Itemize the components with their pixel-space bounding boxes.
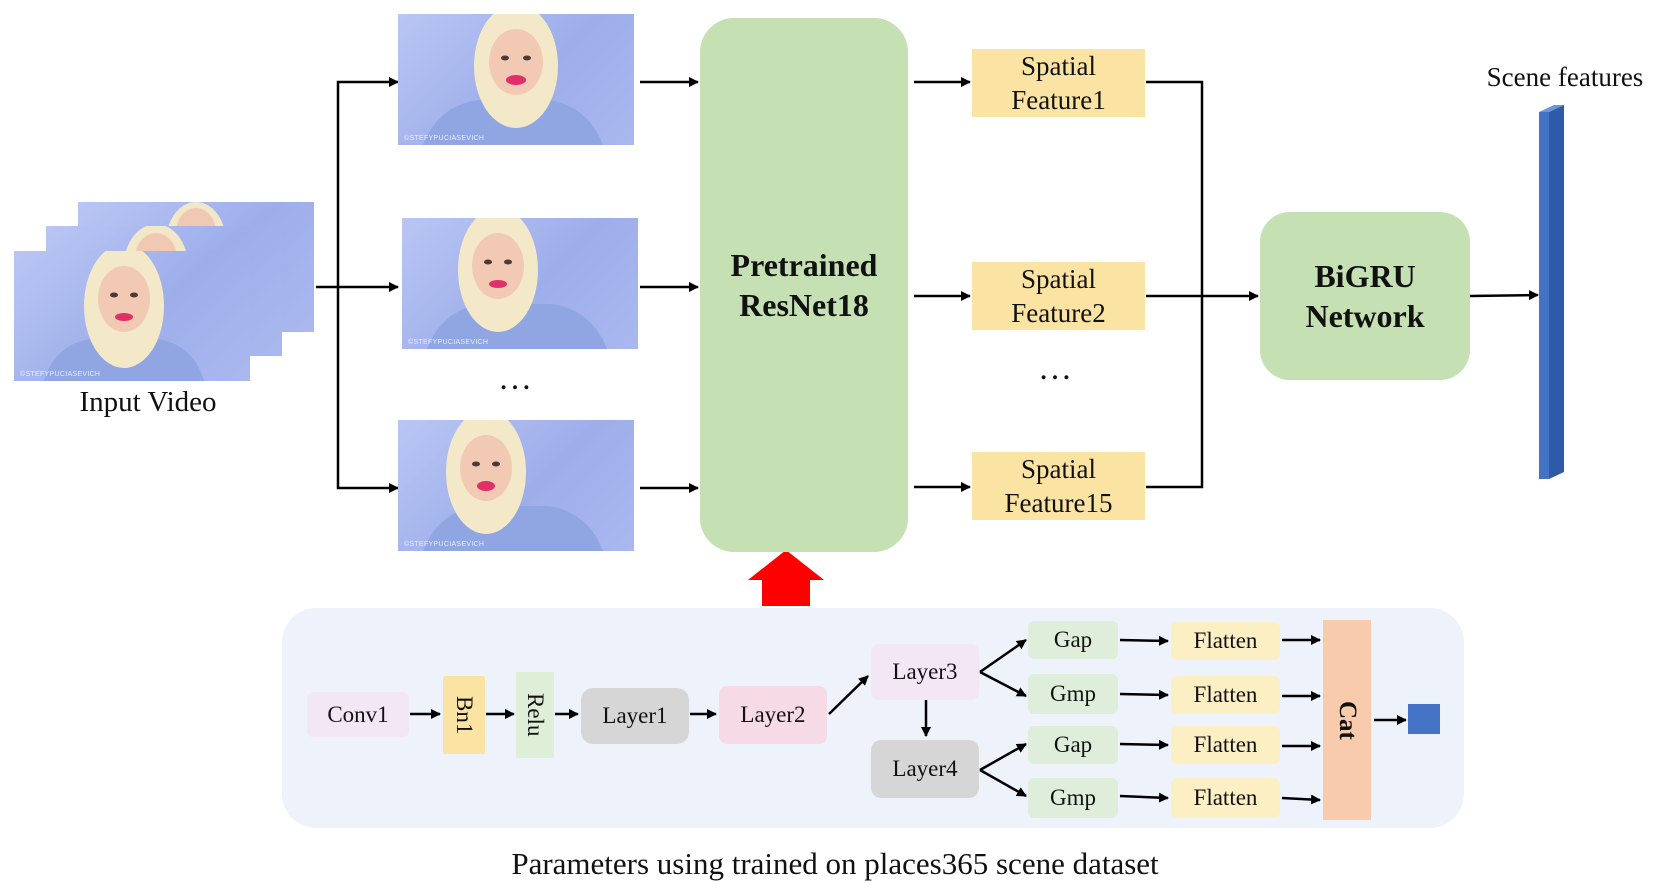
- caption: Parameters using trained on places365 sc…: [511, 846, 1159, 881]
- backbone-panel: [282, 608, 1464, 828]
- red-up-arrow: [748, 550, 824, 606]
- spatial-feature-1-line1: Spatial: [1021, 51, 1096, 81]
- frame-watermark: ©STEFYPUCIASEVICH: [404, 541, 485, 548]
- spatial-feature-2: Spatial Feature2: [972, 262, 1145, 330]
- backbone-arrows: [410, 635, 1407, 805]
- layer3-block: Layer3: [871, 644, 979, 700]
- scene-feature-vector: [1539, 105, 1564, 479]
- spatial-feature-1: Spatial Feature1: [972, 49, 1145, 117]
- flatten-block-3: Flatten: [1171, 726, 1280, 764]
- layer4-block: Layer4: [871, 740, 979, 798]
- spatial-feature-2-line1: Spatial: [1021, 264, 1096, 294]
- relu-block: Relu: [516, 672, 554, 758]
- sampled-frame-2: ©STEFYPUCIASEVICH: [402, 218, 638, 349]
- resnet18-line2: ResNet18: [739, 287, 869, 323]
- spatial-feature-15-line2: Feature15: [1004, 488, 1113, 518]
- input-fanout-arrows: [316, 77, 399, 493]
- bn1-block: Bn1: [443, 676, 485, 754]
- input-frame-front: ©STEFYPUCIASEVICH: [14, 251, 250, 381]
- frame-to-resnet-arrows: [640, 77, 699, 493]
- scene-features-label: Scene features: [1486, 62, 1644, 92]
- gmp-block-1: Gmp: [1028, 674, 1118, 714]
- frame-watermark: ©STEFYPUCIASEVICH: [20, 371, 101, 378]
- flatten-block-1: Flatten: [1171, 622, 1280, 660]
- frames-ellipsis: …: [498, 360, 532, 397]
- resnet18-block: Pretrained ResNet18: [700, 18, 908, 552]
- bigru-line1: BiGRU: [1314, 258, 1416, 294]
- bigru-to-scene-arrow: [1469, 290, 1539, 301]
- sampled-frame-1: ©STEFYPUCIASEVICH: [398, 14, 634, 145]
- flatten-block-2: Flatten: [1171, 676, 1280, 714]
- flatten-block-4: Flatten: [1171, 778, 1280, 818]
- frame-watermark: ©STEFYPUCIASEVICH: [408, 339, 489, 346]
- gap-block-1: Gap: [1028, 621, 1118, 659]
- resnet18-line1: Pretrained: [730, 247, 878, 283]
- bigru-line2: Network: [1305, 298, 1425, 334]
- gap-block-2: Gap: [1028, 726, 1118, 764]
- spatial-feature-15-line1: Spatial: [1021, 454, 1096, 484]
- conv1-block: Conv1: [307, 692, 409, 737]
- gmp-block-2: Gmp: [1028, 778, 1118, 818]
- bigru-block: BiGRU Network: [1260, 212, 1470, 380]
- spatial-feature-2-line2: Feature2: [1011, 298, 1106, 328]
- layer1-block: Layer1: [581, 688, 689, 744]
- output-vector-square: [1408, 704, 1440, 734]
- input-video-label: Input Video: [79, 386, 217, 418]
- feature-merge-lines: [1146, 80, 1259, 489]
- layer2-block: Layer2: [719, 686, 827, 744]
- resnet-to-feature-arrows: [914, 77, 971, 492]
- spatial-feature-15: Spatial Feature15: [972, 452, 1145, 520]
- features-ellipsis: …: [1038, 350, 1072, 387]
- spatial-feature-1-line2: Feature1: [1011, 85, 1106, 115]
- cat-block: Cat: [1323, 620, 1371, 820]
- sampled-frame-15: ©STEFYPUCIASEVICH: [398, 420, 634, 551]
- frame-watermark: ©STEFYPUCIASEVICH: [404, 135, 485, 142]
